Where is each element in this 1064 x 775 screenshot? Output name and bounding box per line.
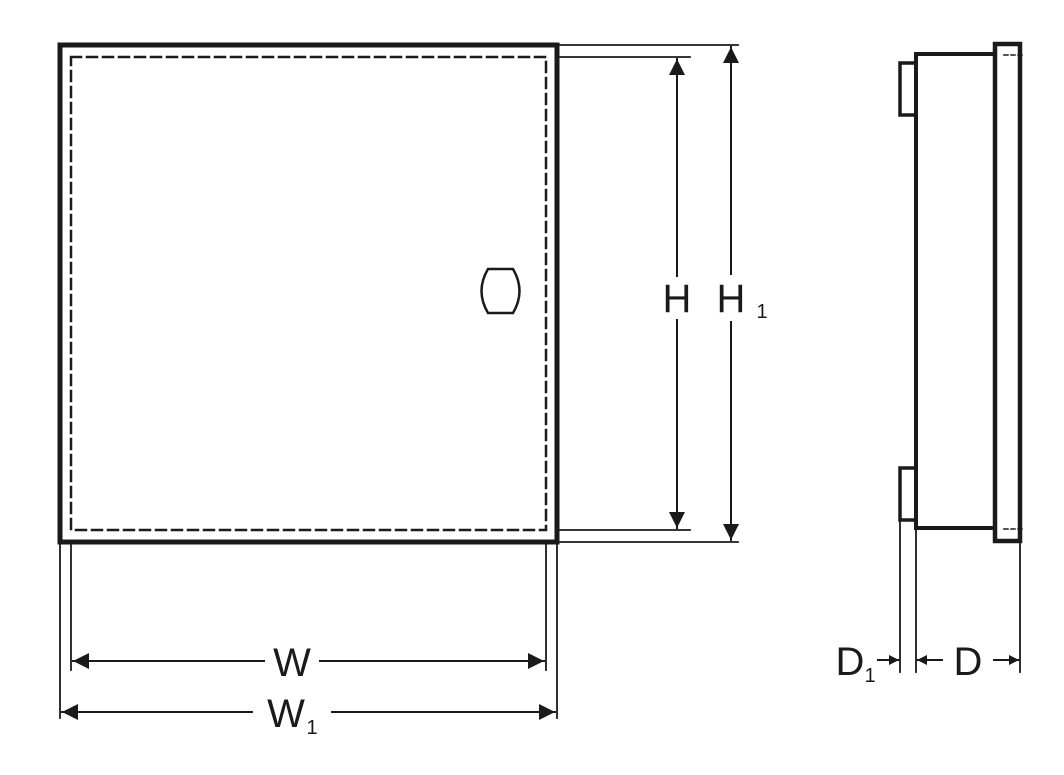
front-body-hidden-outline xyxy=(69,55,548,532)
depth-extension-lines xyxy=(899,519,1021,673)
side-view xyxy=(898,41,1023,544)
height-extension-lines xyxy=(556,44,739,543)
height-outer-subscript: 1 xyxy=(756,301,767,323)
width-extension-lines xyxy=(59,541,558,719)
bottom-hinge xyxy=(898,466,918,522)
front-door-outline xyxy=(57,42,560,545)
front-view xyxy=(57,42,560,545)
top-hinge xyxy=(898,61,918,117)
depth-front-label: D xyxy=(836,640,865,684)
depth-label: D xyxy=(954,640,983,684)
width-outer-label: W xyxy=(267,692,305,736)
width-inner-label: W xyxy=(273,641,311,685)
side-body-outline xyxy=(914,52,997,530)
side-door-outline xyxy=(992,41,1023,544)
height-inner-label: H xyxy=(663,277,692,321)
depth-front-subscript: 1 xyxy=(864,665,875,687)
lock-icon xyxy=(480,267,521,315)
height-outer-label: H xyxy=(717,277,746,321)
width-outer-subscript: 1 xyxy=(306,717,317,739)
